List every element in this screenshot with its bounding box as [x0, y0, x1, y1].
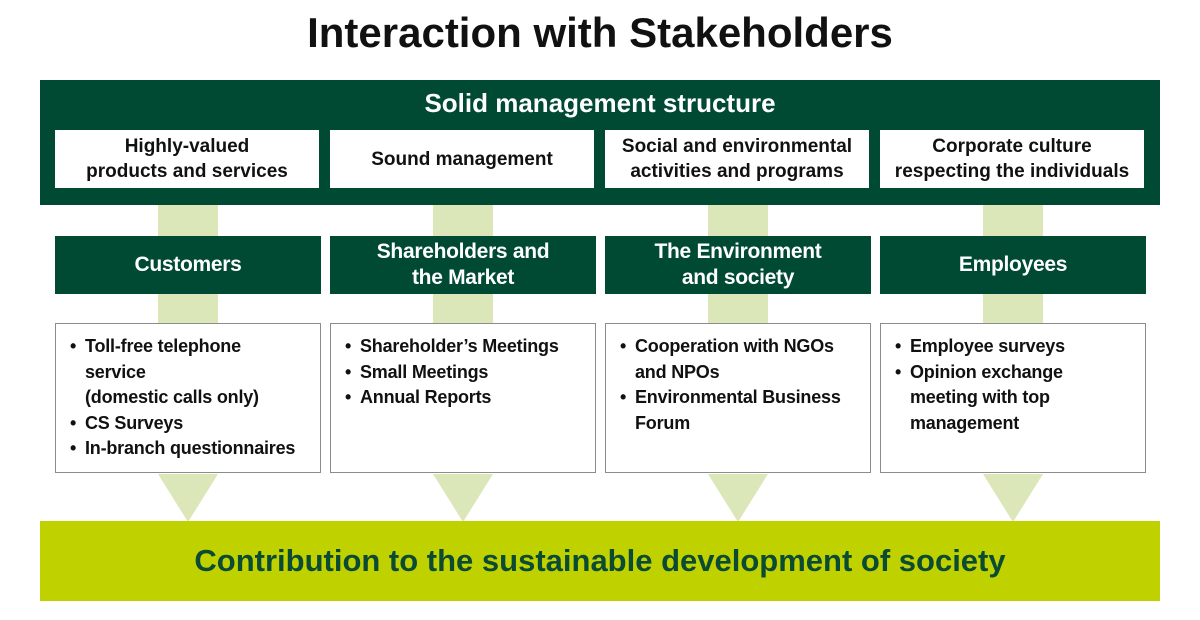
customers-detail-list: Toll-free telephone service (domestic ca… [70, 334, 314, 462]
connector-top-4 [983, 205, 1043, 236]
connector-top-1 [158, 205, 218, 236]
connector-mid-3 [708, 294, 768, 324]
list-item: Employee surveys [895, 334, 1139, 360]
connector-mid-4 [983, 294, 1043, 324]
list-item: CS Surveys [70, 411, 314, 437]
down-arrow-icon [158, 474, 218, 522]
stakeholder-shareholders: Shareholders and the Market [330, 236, 596, 294]
page-title: Interaction with Stakeholders [307, 9, 893, 56]
shareholders-detail-box: Shareholder’s Meetings Small Meetings An… [330, 323, 596, 473]
list-item: Shareholder’s Meetings [345, 334, 589, 360]
list-item: Small Meetings [345, 360, 589, 386]
list-item: Annual Reports [345, 385, 589, 411]
customers-detail-box: Toll-free telephone service (domestic ca… [55, 323, 321, 473]
list-item: In-branch questionnaires [70, 436, 314, 462]
connector-top-2 [433, 205, 493, 236]
shareholders-detail-list: Shareholder’s Meetings Small Meetings An… [345, 334, 589, 411]
pillar-products-services: Highly-valued products and services [55, 130, 319, 188]
down-arrow-icon [433, 474, 493, 522]
connector-mid-1 [158, 294, 218, 324]
management-structure-band: Solid management structure Highly-valued… [40, 80, 1160, 205]
environment-detail-list: Cooperation with NGOs and NPOs Environme… [620, 334, 864, 436]
employees-detail-list: Employee surveys Opinion exchange meetin… [895, 334, 1139, 436]
down-arrow-icon [708, 474, 768, 522]
list-item: Environmental Business Forum [620, 385, 864, 436]
stakeholder-environment: The Environment and society [605, 236, 871, 294]
list-item: Cooperation with NGOs and NPOs [620, 334, 864, 385]
management-structure-label: Solid management structure [424, 88, 776, 118]
pillar-social-environmental: Social and environmental activities and … [605, 130, 869, 188]
pillar-sound-management: Sound management [330, 130, 594, 188]
employees-detail-box: Employee surveys Opinion exchange meetin… [880, 323, 1146, 473]
stakeholder-employees: Employees [880, 236, 1146, 294]
connector-mid-2 [433, 294, 493, 324]
environment-detail-box: Cooperation with NGOs and NPOs Environme… [605, 323, 871, 473]
connector-top-3 [708, 205, 768, 236]
list-item: Toll-free telephone service (domestic ca… [70, 334, 314, 411]
list-item: Opinion exchange meeting with top manage… [895, 360, 1139, 437]
pillar-corporate-culture: Corporate culture respecting the individ… [880, 130, 1144, 188]
down-arrow-icon [983, 474, 1043, 522]
sustainable-development-goal: Contribution to the sustainable developm… [40, 521, 1160, 601]
stakeholder-customers: Customers [55, 236, 321, 294]
